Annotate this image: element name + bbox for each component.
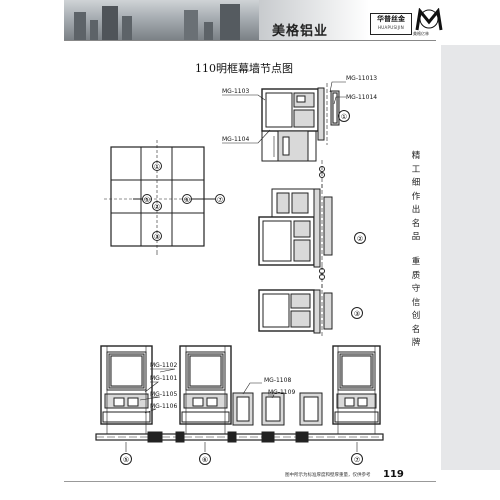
slogan-char: 出	[411, 205, 421, 215]
label-mg-1106: MG-1106	[150, 403, 177, 410]
node-3-label: ③	[354, 310, 360, 318]
brand-name: 美格铝业	[272, 24, 329, 39]
brand-logo-icon	[415, 8, 443, 31]
slogan-char: 创	[411, 311, 421, 321]
node-1-marker	[338, 110, 350, 122]
node-1-section	[261, 83, 340, 162]
footer-note: 图中所示为标准厚度和壁厚重量，仅供参考	[285, 473, 371, 478]
label-mg-11014: MG-11014	[346, 94, 377, 101]
grid-marker-5: ⑤	[144, 196, 150, 204]
slogan-char: 守	[411, 284, 421, 294]
node-2-label: ②	[357, 235, 363, 243]
slogan-char: 工	[411, 164, 421, 175]
node-7-label: ⑦	[354, 456, 360, 464]
label-mg-1103: MG-1103	[222, 88, 249, 95]
callout-leaders	[139, 81, 346, 414]
slogan-char: 重	[411, 257, 421, 267]
label-mg-1102: MG-1102	[150, 362, 177, 369]
label-mg-1105: MG-1105	[150, 391, 177, 398]
node-1-label: ①	[341, 113, 347, 121]
slogan-char: 名	[411, 218, 421, 229]
node-5-label: ⑤	[123, 456, 129, 464]
badge-cn: 华普丝金	[377, 15, 405, 23]
grid-marker-2: ②	[154, 203, 160, 211]
slogan-column-2: 重 质 守 信 创 名 牌	[409, 256, 423, 351]
label-mg-1104: MG-1104	[222, 136, 249, 143]
node-6-label: ⑥	[202, 456, 208, 464]
slogan-char: 名	[411, 324, 421, 335]
grid-marker-6: ⑥	[184, 196, 190, 204]
sidebar-band	[441, 45, 500, 470]
label-mg-1101: MG-1101	[150, 375, 177, 382]
grid-marker-3: ③	[154, 233, 160, 241]
node-7-marker	[351, 453, 363, 465]
node-2-marker	[354, 232, 366, 244]
slogan-char: 作	[411, 191, 421, 202]
header-city-photo	[64, 0, 259, 40]
slogan-char: 精	[411, 151, 421, 161]
header-gradient	[259, 0, 369, 40]
slogan-char: 信	[411, 297, 421, 308]
node-3-marker	[351, 307, 363, 319]
grid-markers	[133, 161, 225, 241]
brand-badge: 华普丝金 HUAPUSIJIN	[370, 13, 412, 35]
node-2-section	[258, 184, 333, 270]
badge-en: HUAPUSIJIN	[377, 25, 405, 30]
label-mg-1108: MG-1108	[264, 377, 291, 384]
slogan-char: 品	[411, 232, 421, 242]
slogan-char: 质	[411, 270, 421, 281]
node-5-marker	[120, 453, 132, 465]
slogan-char: 牌	[411, 338, 421, 348]
page-number: 119	[383, 469, 404, 480]
footer-rule	[64, 481, 436, 482]
header-rule	[64, 40, 436, 41]
grid-marker-7: ⑦	[217, 196, 223, 204]
slogan-column-1: 精 工 细 作 出 名 品	[409, 150, 423, 245]
label-mg-1109: MG-1109	[268, 389, 295, 396]
node-3-section	[258, 284, 333, 336]
page-title: 110明框幕墙节点图	[195, 62, 293, 75]
grid-marker-1: ①	[154, 163, 160, 171]
logo-caption: 美格亿林	[413, 31, 429, 36]
label-mg-11013: MG-11013	[346, 75, 377, 82]
slogan-char: 细	[411, 178, 421, 188]
plan-section	[95, 345, 384, 452]
node-6-marker	[199, 453, 211, 465]
